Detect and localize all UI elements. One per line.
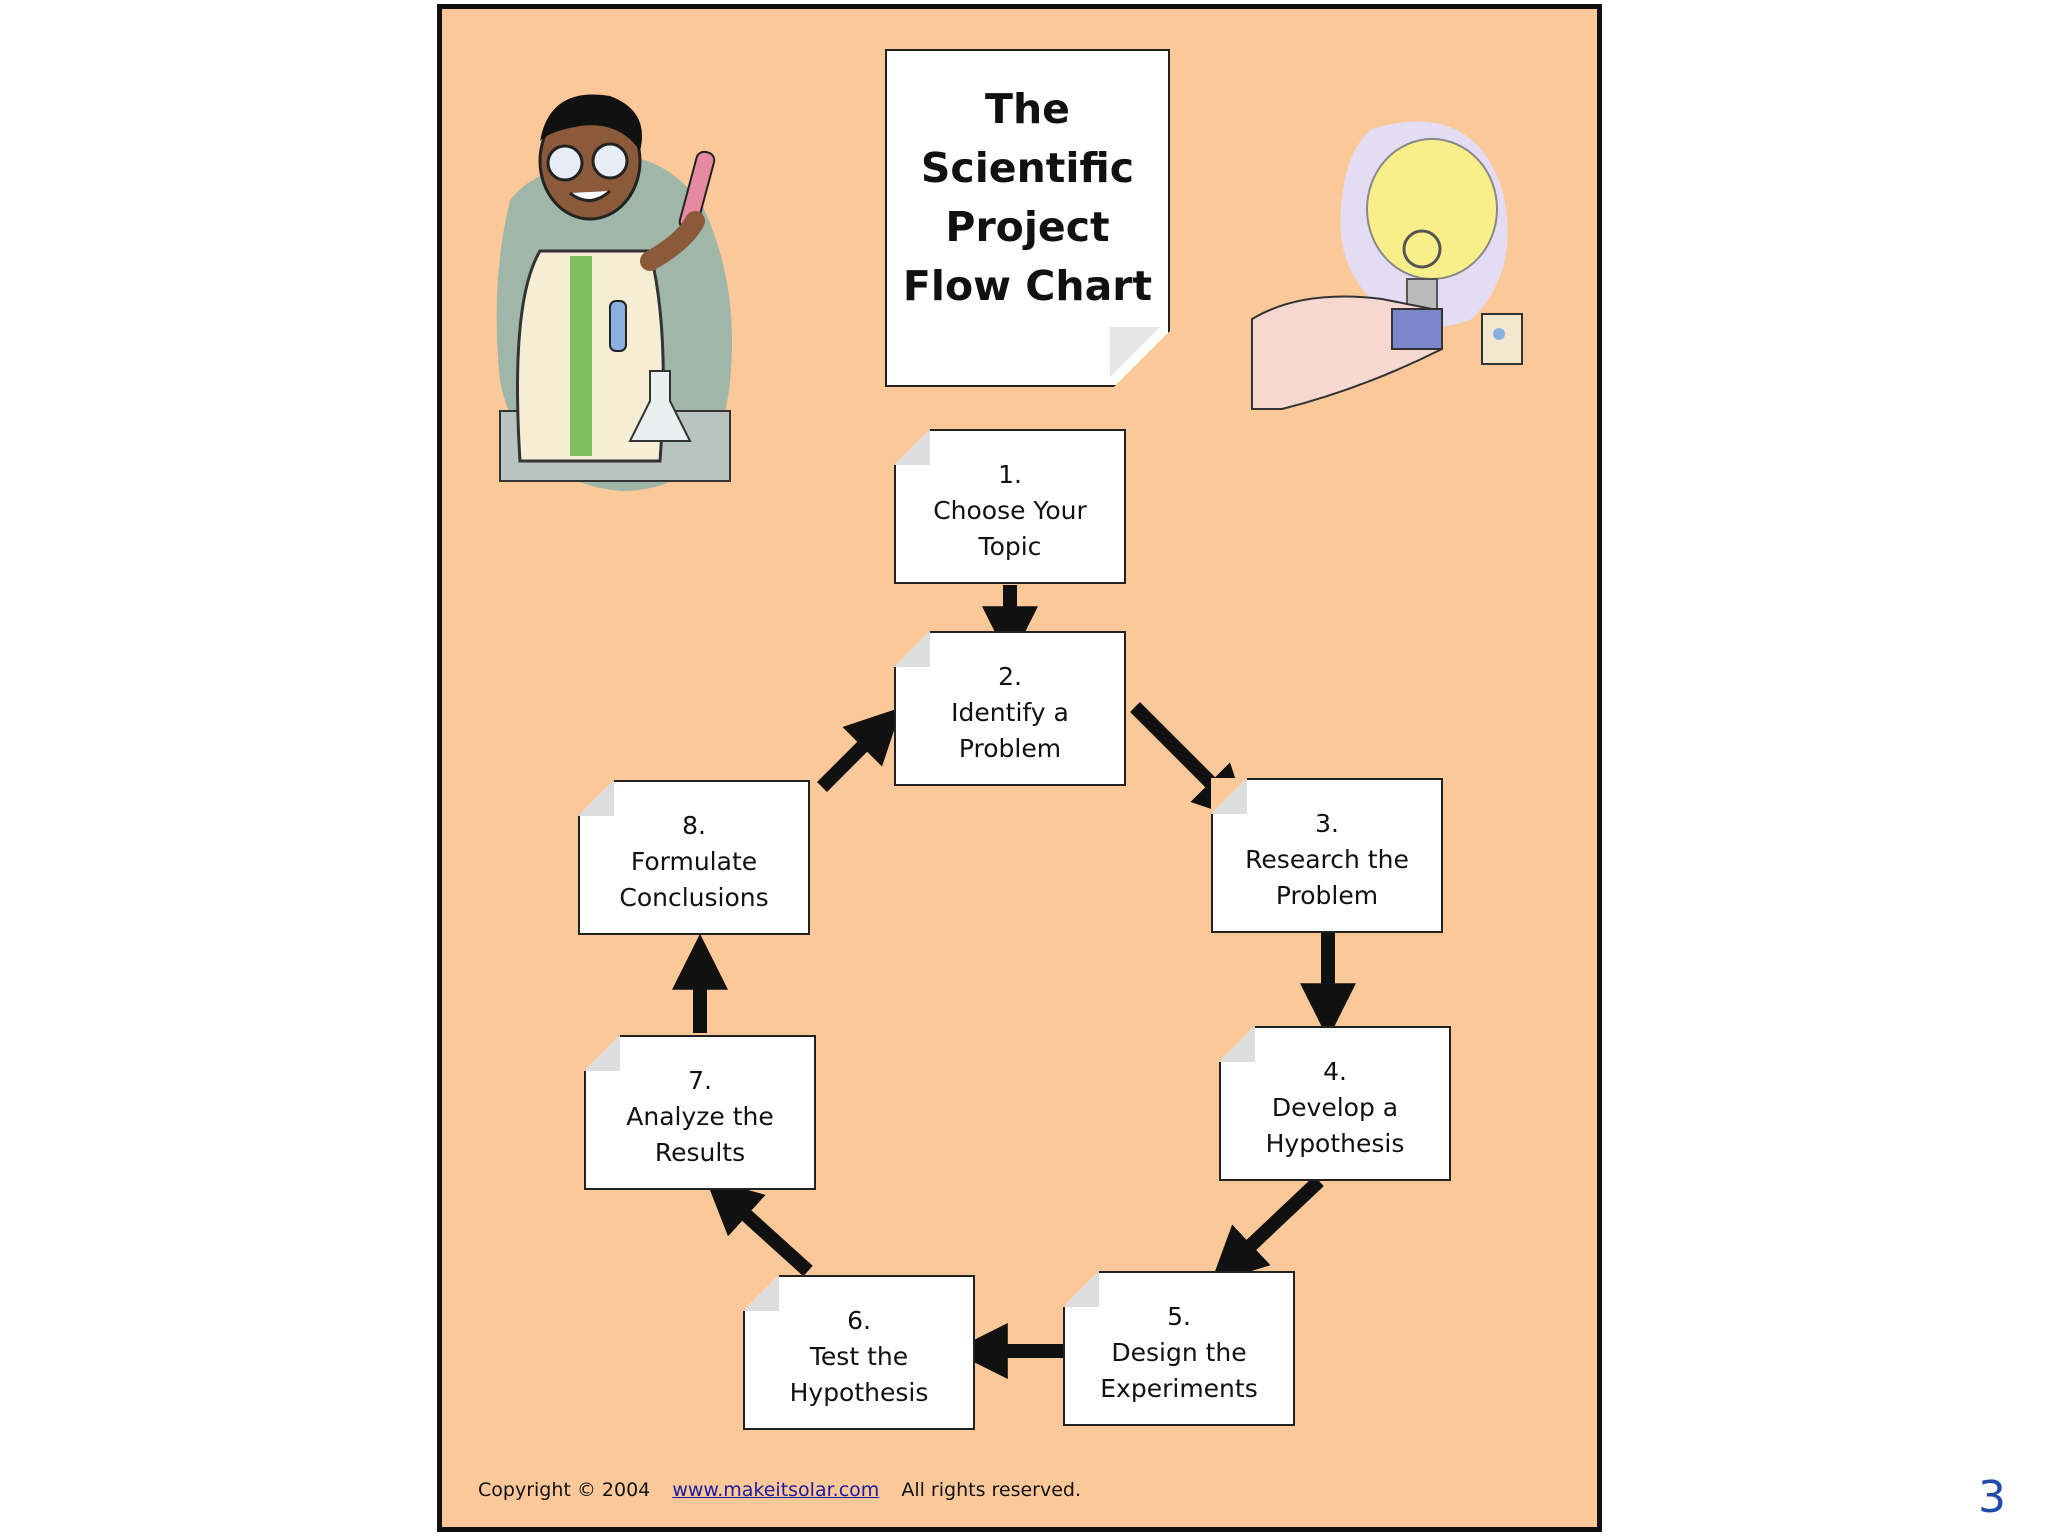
step-number: 1. bbox=[998, 459, 1022, 489]
step-2-box: 2. Identify a Problem bbox=[894, 631, 1126, 786]
title-line-3: Project bbox=[945, 203, 1110, 251]
arrow-8-to-2 bbox=[817, 707, 902, 792]
corner-fold-flap bbox=[743, 1275, 779, 1311]
step-number: 3. bbox=[1315, 808, 1339, 838]
step-7-box: 7. Analyze the Results bbox=[584, 1035, 816, 1190]
title-line-2: Scientific bbox=[920, 144, 1135, 192]
step-label-line-1: Choose Your bbox=[933, 495, 1087, 525]
corner-fold-flap bbox=[578, 780, 614, 816]
step-number: 5. bbox=[1167, 1301, 1191, 1331]
arrow-4-to-5 bbox=[1210, 1175, 1324, 1284]
page-curl-flap bbox=[1110, 327, 1160, 377]
step-label-line-1: Test the bbox=[809, 1341, 909, 1371]
page-number: 3 bbox=[1978, 1472, 2006, 1523]
light-bulb-illustration bbox=[1251, 121, 1523, 410]
step-number: 4. bbox=[1323, 1056, 1347, 1086]
step-label-line-2: Hypothesis bbox=[789, 1377, 929, 1407]
step-label-line-2: Problem bbox=[1275, 880, 1379, 910]
website-link[interactable]: www.makeitsolar.com bbox=[672, 1479, 880, 1501]
title-card: The Scientific Project Flow Chart bbox=[885, 49, 1170, 387]
scientist-illustration bbox=[496, 94, 732, 491]
corner-fold-flap bbox=[894, 429, 930, 465]
step-number: 6. bbox=[847, 1305, 871, 1335]
flow-chart-poster: The Scientific Project Flow Chart 1. Cho… bbox=[437, 4, 1602, 1532]
corner-fold-flap bbox=[894, 631, 930, 667]
step-5-box: 5. Design the Experiments bbox=[1063, 1271, 1295, 1426]
step-label-line-2: Topic bbox=[978, 531, 1042, 561]
step-label-line-2: Results bbox=[654, 1137, 746, 1167]
step-number: 2. bbox=[998, 661, 1022, 691]
step-label-line-1: Develop a bbox=[1271, 1092, 1399, 1122]
step-8-box: 8. Formulate Conclusions bbox=[578, 780, 810, 935]
step-4-box: 4. Develop a Hypothesis bbox=[1219, 1026, 1451, 1181]
step-label-line-1: Research the bbox=[1245, 844, 1409, 874]
arrow-6-to-7 bbox=[705, 1178, 813, 1277]
step-label-line-2: Conclusions bbox=[619, 882, 769, 912]
step-6-box: 6. Test the Hypothesis bbox=[743, 1275, 975, 1430]
step-label-line-2: Problem bbox=[958, 733, 1062, 763]
step-label-line-1: Identify a bbox=[951, 697, 1069, 727]
corner-fold-flap bbox=[584, 1035, 620, 1071]
corner-fold-flap bbox=[1063, 1271, 1099, 1307]
step-label-line-1: Analyze the bbox=[626, 1101, 774, 1131]
copyright-text: Copyright © 2004 bbox=[478, 1479, 651, 1501]
step-3-box: 3. Research the Problem bbox=[1211, 778, 1443, 933]
rights-text: All rights reserved. bbox=[901, 1479, 1082, 1501]
footer: Copyright © 2004 www.makeitsolar.com All… bbox=[478, 1479, 1081, 1501]
step-1-box: 1. Choose Your Topic bbox=[894, 429, 1126, 584]
step-label-line-1: Formulate bbox=[630, 846, 758, 876]
title-line-4: Flow Chart bbox=[902, 262, 1153, 310]
step-label-line-2: Experiments bbox=[1100, 1373, 1258, 1403]
title-line-1: The bbox=[985, 85, 1070, 133]
corner-fold-flap bbox=[1219, 1026, 1255, 1062]
step-number: 7. bbox=[688, 1065, 712, 1095]
corner-fold-flap bbox=[1211, 778, 1247, 814]
step-label-line-1: Design the bbox=[1111, 1337, 1247, 1367]
step-label-line-2: Hypothesis bbox=[1265, 1128, 1405, 1158]
step-number: 8. bbox=[682, 810, 706, 840]
